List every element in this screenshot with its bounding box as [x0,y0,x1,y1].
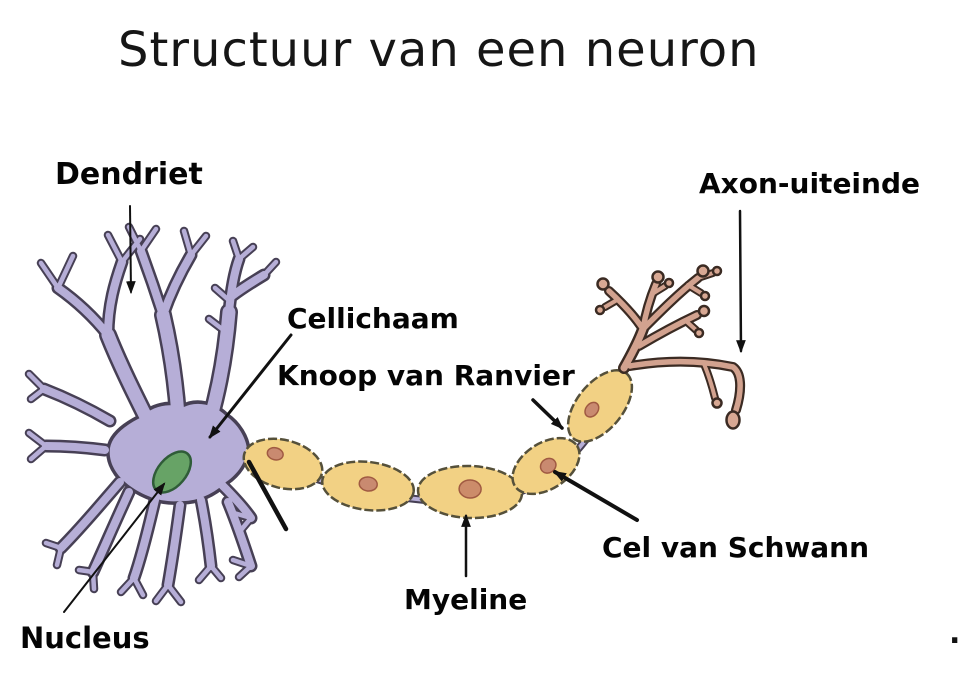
cel-van-schwann-arrow [553,470,639,522]
axon-uiteinde-arrow [736,209,746,354]
label-axon-uiteinde: Axon-uiteinde [699,167,920,200]
label-cellichaam: Cellichaam [287,302,459,335]
pointer-arrows [63,205,746,613]
dendriet-arrow [125,205,136,295]
nucleus-arrow [63,482,166,613]
axon-hillock-line [246,459,289,532]
label-dendriet: Dendriet [55,157,203,192]
page-title: Structuur van een neuron [118,22,760,78]
label-knoop-van-ranvier: Knoop van Ranvier [277,359,575,392]
label-cel-van-schwann: Cel van Schwann [602,531,870,564]
cellichaam-arrow [208,333,293,439]
knoop-van-ranvier-arrow [531,398,564,430]
label-nucleus: Nucleus [20,621,150,655]
axon-terminal-boutons [594,264,741,430]
corner-dot: . [949,616,960,651]
label-myeline: Myeline [404,583,528,616]
